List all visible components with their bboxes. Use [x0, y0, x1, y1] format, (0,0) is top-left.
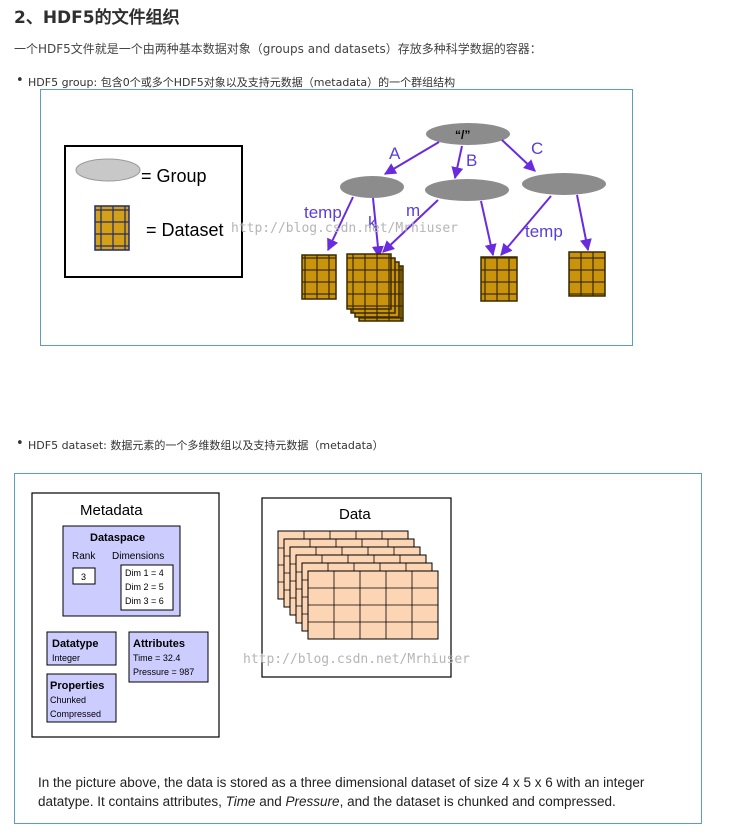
dataset-legend-icon	[94, 205, 130, 251]
edge-labels: A B C temp k m temp	[304, 139, 563, 241]
edge-label-k: k	[368, 213, 377, 232]
edge-label-temp-2: temp	[525, 222, 563, 241]
attribute-time: Time = 32.4	[133, 653, 180, 663]
dim-2: Dim 2 = 5	[125, 582, 164, 592]
watermark-2: http://blog.csdn.net/Mrhiuser	[243, 652, 470, 667]
rank-value: 3	[81, 572, 86, 582]
attributes-box	[128, 631, 209, 683]
metadata-title: Metadata	[80, 502, 143, 519]
legend-dataset-label: = Dataset	[146, 220, 224, 240]
dataset-c-temp	[568, 251, 606, 297]
properties-box	[46, 673, 117, 723]
property-compressed: Compressed	[50, 709, 101, 719]
group-node-c	[522, 173, 606, 195]
dataset-b	[480, 256, 518, 302]
rank-label: Rank	[72, 551, 96, 562]
attributes-title: Attributes	[133, 638, 185, 650]
dimensions-label: Dimensions	[112, 551, 164, 562]
dataset-stack-k	[346, 253, 404, 322]
group-diagram-figure: = Group = Dataset “/” A B C temp k m tem…	[40, 89, 633, 346]
intro-paragraph: 一个HDF5文件就是一个由两种基本数据对象（groups and dataset…	[14, 42, 542, 56]
dataset-svg: Metadata Dataspace Rank Dimensions 3 Dim…	[31, 492, 645, 809]
data-chunk-stack	[277, 530, 439, 640]
dims-box	[120, 564, 174, 611]
edge-label-b: B	[466, 151, 477, 170]
legend-group-label: = Group	[141, 166, 207, 186]
datatype-value: Integer	[52, 653, 80, 663]
rank-value-box	[72, 567, 96, 585]
watermark-1: http://blog.csdn.net/Mrhiuser	[231, 221, 458, 236]
edge-label-c: C	[531, 139, 543, 158]
root-group-node	[426, 123, 510, 145]
dim-1: Dim 1 = 4	[125, 568, 164, 578]
section-heading: 2、HDF5的文件组织	[14, 8, 180, 28]
root-label: “/”	[455, 128, 470, 142]
edge-label-temp-1: temp	[304, 203, 342, 222]
group-node-b	[425, 179, 509, 201]
group-tree-svg: = Group = Dataset “/” A B C temp k m tem…	[64, 123, 606, 322]
bullet-hdf5-dataset: HDF5 dataset: 数据元素的一个多维数组以及支持元数据（metadat…	[16, 436, 384, 453]
dataset-temp	[301, 254, 337, 300]
edge-label-m: m	[406, 201, 420, 220]
caption-line-2: datatype. It contains attributes, Time a…	[38, 794, 616, 809]
property-chunked: Chunked	[50, 695, 86, 705]
dataspace-title: Dataspace	[90, 532, 145, 544]
datatype-box	[46, 631, 117, 666]
attribute-pressure: Pressure = 987	[133, 667, 194, 677]
data-title: Data	[339, 506, 371, 523]
group-node-a	[340, 176, 404, 198]
caption-line-1: In the picture above, the data is stored…	[38, 775, 645, 790]
tree-edges	[327, 139, 592, 259]
edge-label-a: A	[389, 144, 401, 163]
group-legend-icon	[75, 158, 141, 182]
dim-3: Dim 3 = 6	[125, 596, 164, 606]
properties-title: Properties	[50, 680, 104, 692]
dataset-diagram-figure: Metadata Dataspace Rank Dimensions 3 Dim…	[14, 473, 702, 824]
bullet-hdf5-group: HDF5 group: 包含0个或多个HDF5对象以及支持元数据（metadat…	[16, 73, 455, 90]
datatype-title: Datatype	[52, 638, 98, 650]
